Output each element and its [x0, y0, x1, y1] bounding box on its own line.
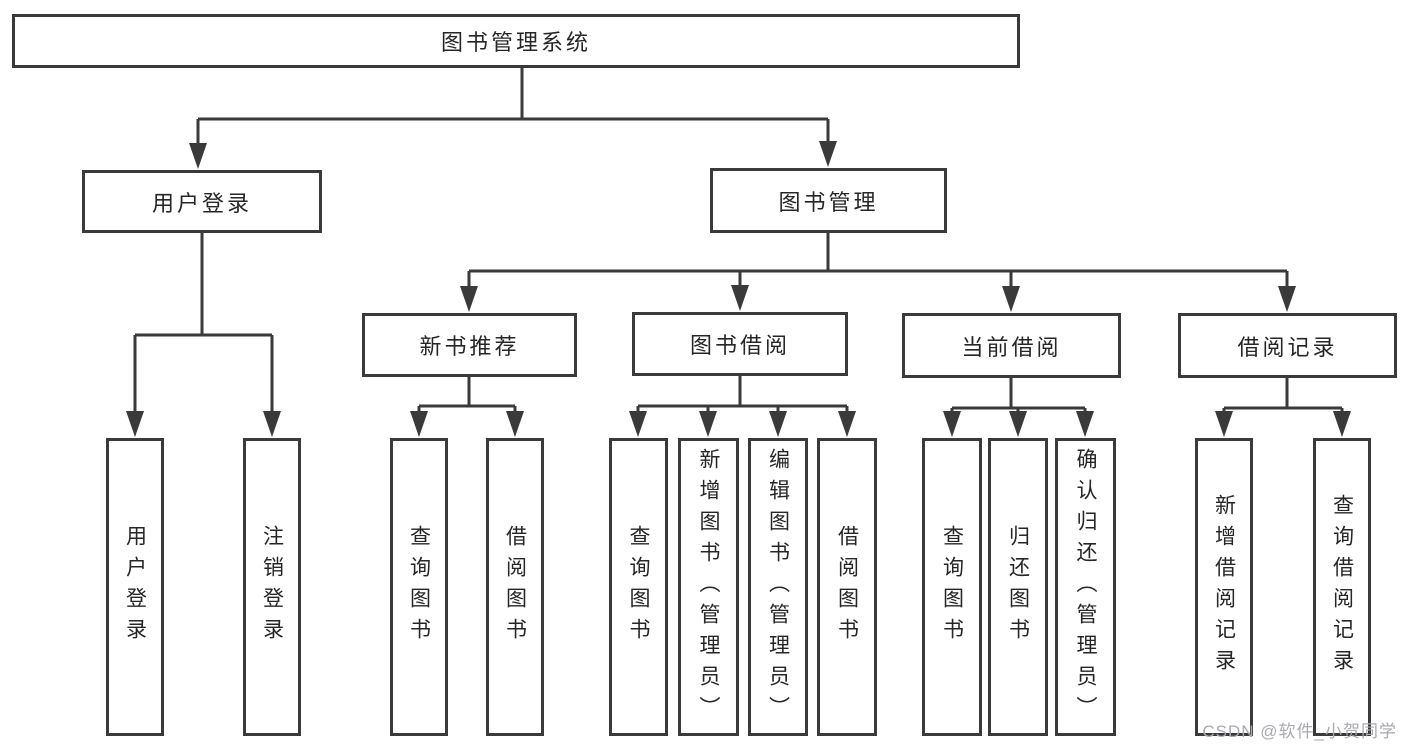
arrowhead: [1009, 411, 1027, 437]
leaf-edit-books-admin: 编辑图书（管理员）: [748, 438, 808, 736]
connector-user-login-to-leaves: [126, 233, 281, 437]
arrowhead: [410, 411, 428, 437]
arrowhead: [126, 411, 144, 437]
leaf-query-borrow-record: 查询借阅记录: [1313, 438, 1371, 736]
arrowhead: [1278, 286, 1296, 312]
connector-book-management-to-level2: [460, 233, 1296, 312]
leaf-query-books-current: 查询图书: [922, 438, 982, 736]
leaf-return-books: 归还图书: [988, 438, 1048, 736]
leaf-confirm-return-admin: 确认归还（管理员）: [1055, 438, 1116, 736]
leaf-borrow-books: 借阅图书: [817, 438, 877, 736]
node-user-login: 用户登录: [82, 170, 322, 233]
arrowhead: [189, 143, 207, 169]
leaf-logout: 注销登录: [243, 438, 301, 736]
node-book-borrowing: 图书借阅: [632, 312, 848, 376]
arrowhead: [1076, 411, 1094, 437]
connector-current-borrowing-to-leaves: [943, 378, 1094, 437]
leaf-user-login: 用户登录: [106, 438, 164, 736]
arrowhead: [838, 411, 856, 437]
arrowhead: [943, 411, 961, 437]
node-root: 图书管理系统: [12, 14, 1020, 68]
arrowhead: [629, 411, 647, 437]
connector-line: [196, 68, 830, 150]
connector-root-to-level1: [189, 68, 837, 169]
node-borrowing-records: 借阅记录: [1178, 313, 1397, 378]
arrowhead: [1215, 411, 1233, 437]
connector-borrowing-records-to-leaves: [1215, 378, 1351, 437]
connector-line: [133, 233, 274, 418]
connector-book-borrowing-to-leaves: [629, 376, 856, 437]
connector-line: [417, 377, 517, 418]
arrowhead: [1333, 411, 1351, 437]
arrowhead: [699, 411, 717, 437]
arrowhead: [1002, 286, 1020, 312]
leaf-add-borrow-record: 新增借阅记录: [1195, 438, 1253, 736]
arrowhead: [460, 286, 478, 312]
connector-new-book-recommendation-to-leaves: [410, 377, 524, 437]
node-new-book-recommendation: 新书推荐: [362, 313, 577, 377]
watermark: CSDN @软件_小贺同学: [1202, 722, 1397, 741]
arrowhead: [263, 411, 281, 437]
arrowhead: [731, 285, 749, 311]
arrowhead: [769, 411, 787, 437]
leaf-borrow-books-recommend: 借阅图书: [486, 438, 544, 736]
node-current-borrowing: 当前借阅: [902, 313, 1121, 378]
leaf-add-books-admin: 新增图书（管理员）: [678, 438, 739, 736]
connector-line: [467, 233, 1289, 293]
node-book-management: 图书管理: [710, 168, 947, 233]
connector-line: [1222, 378, 1344, 418]
connector-line: [636, 376, 849, 418]
leaf-query-books-borrowing: 查询图书: [609, 438, 668, 736]
leaf-query-books-recommend: 查询图书: [390, 438, 448, 736]
arrowhead: [819, 141, 837, 167]
arrowhead: [506, 411, 524, 437]
